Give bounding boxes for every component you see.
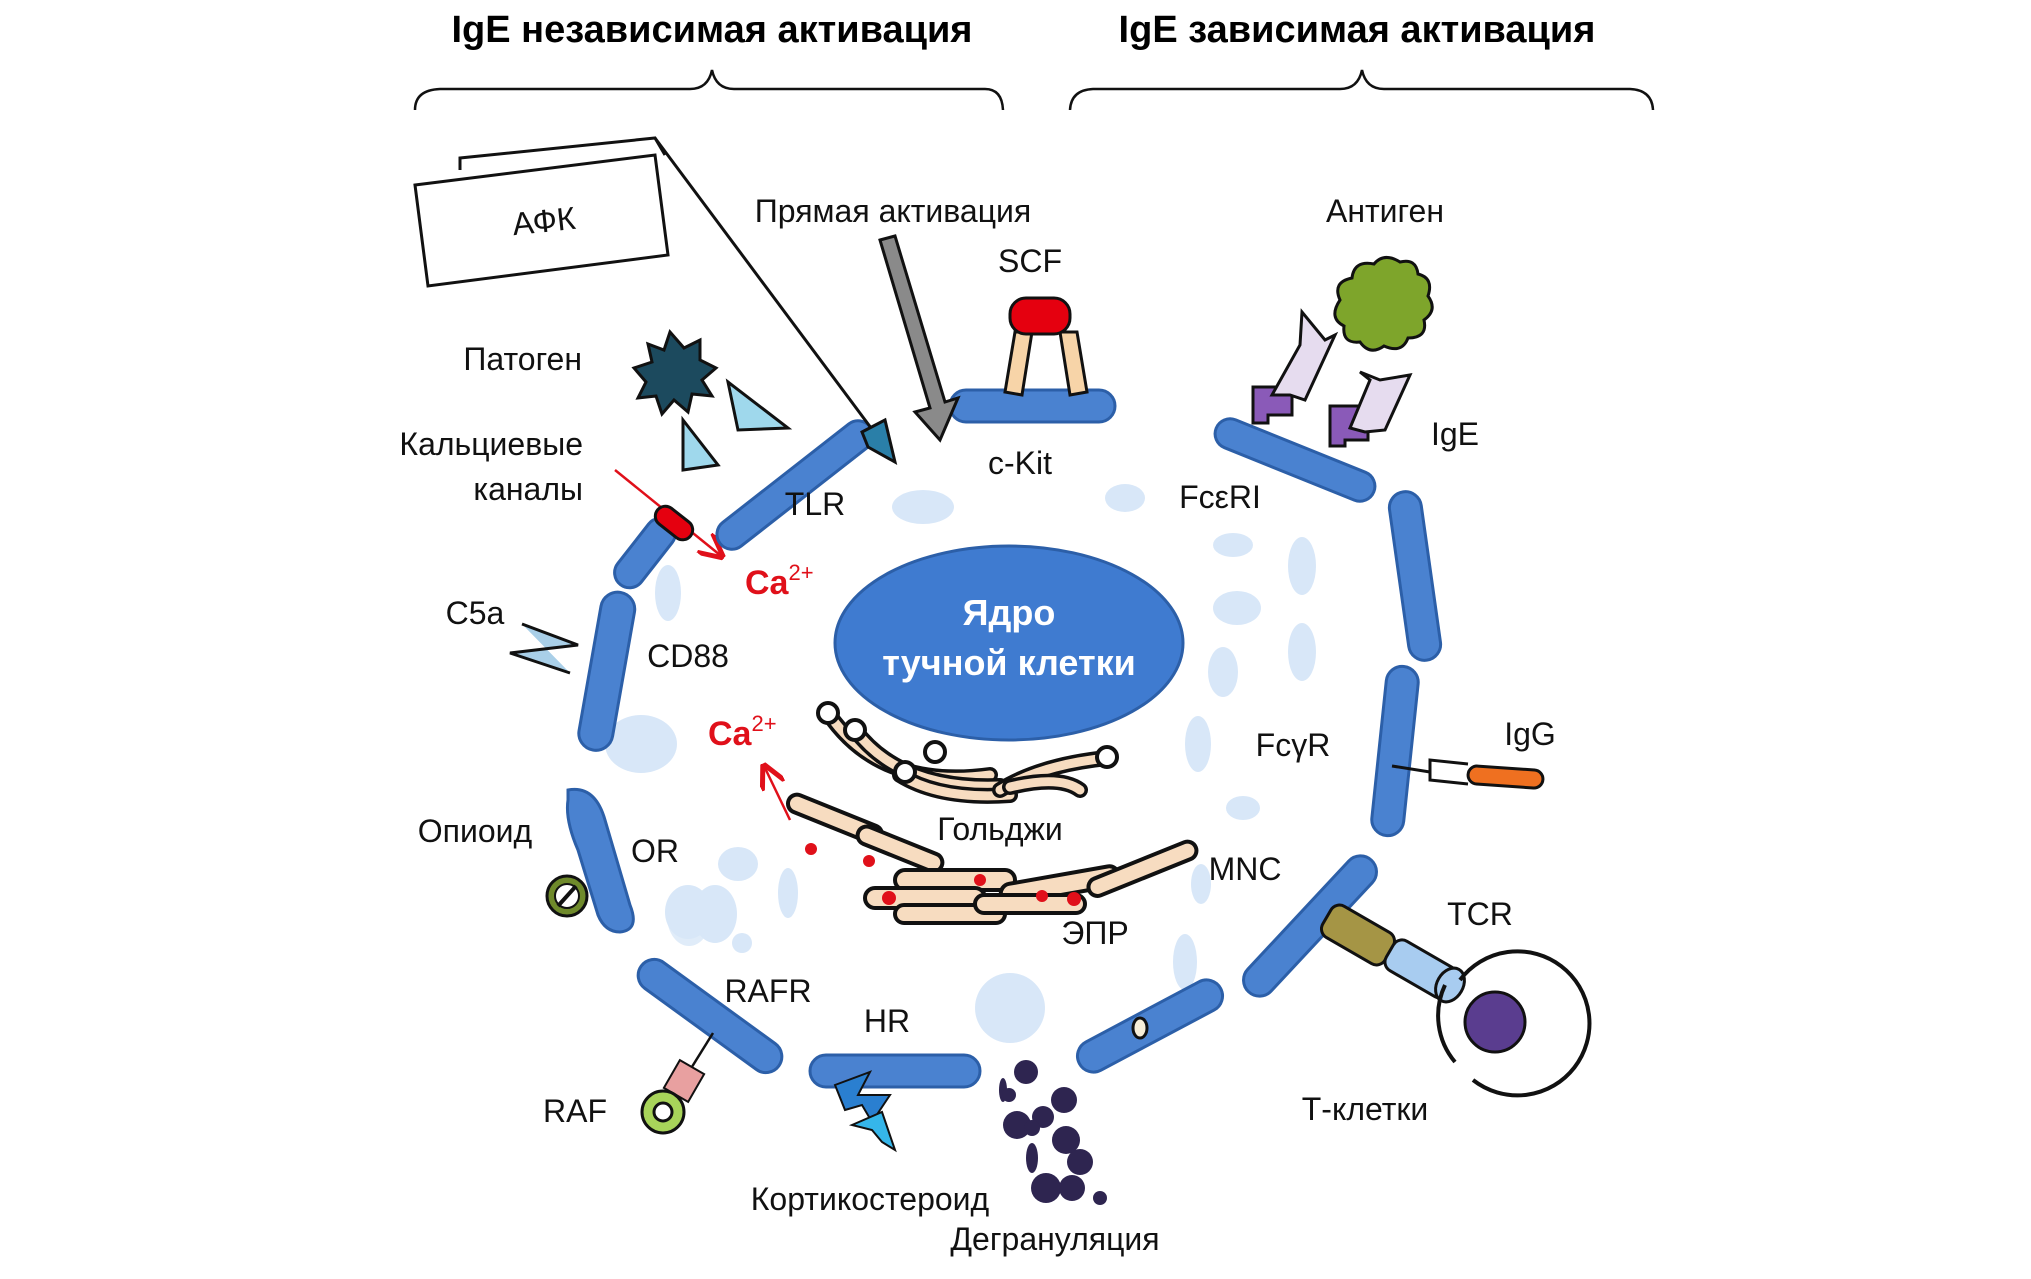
calcium-channel-icon xyxy=(653,504,695,542)
degranulation-label: Дегрануляция xyxy=(950,1221,1159,1257)
degranulation-granules xyxy=(999,1060,1107,1205)
rafr-label: RAFR xyxy=(724,973,811,1009)
header-ige-independent: IgE независимая активация xyxy=(452,9,973,51)
tlr-label: TLR xyxy=(785,486,845,522)
calcium-channels-label-line1: Кальциевые xyxy=(399,426,583,462)
t-cell-icon xyxy=(1436,949,1592,1098)
t-cells-label: Т-клетки xyxy=(1302,1091,1429,1127)
opioid-label: Опиоид xyxy=(418,813,533,849)
pathogen-triangle-icon xyxy=(681,415,721,472)
golgi-label: Гольджи xyxy=(937,811,1063,847)
raf-icon xyxy=(640,1032,715,1135)
corticosteroid-icon xyxy=(833,1070,897,1153)
antigen-icon xyxy=(1333,256,1434,352)
hr-label: HR xyxy=(864,1003,910,1039)
afk-arrow xyxy=(653,137,882,441)
calcium-channels-label-line2: каналы xyxy=(473,471,583,507)
pathogen-triangle-icon xyxy=(725,378,793,432)
antigen-label: Антиген xyxy=(1326,193,1444,229)
fceri-label: FcεRI xyxy=(1179,479,1261,515)
or-label: OR xyxy=(631,833,679,869)
mnc-label: MNC xyxy=(1209,851,1282,887)
header-ige-dependent: IgE зависимая активация xyxy=(1119,9,1596,51)
ckit-label: c-Kit xyxy=(988,445,1052,481)
igg-icon xyxy=(1391,758,1545,790)
c5a-icon xyxy=(509,622,579,675)
brace-right xyxy=(1068,69,1655,111)
er-label: ЭПР xyxy=(1061,915,1128,951)
mnc-marker xyxy=(1131,1016,1149,1040)
golgi-apparatus xyxy=(816,701,1119,804)
direct-activation-arrow xyxy=(878,234,961,443)
pathogen-label: Патоген xyxy=(463,341,582,377)
c5a-label: C5a xyxy=(446,595,505,631)
fcgr-label: FcγR xyxy=(1256,727,1331,763)
afk-arrow-head xyxy=(860,417,898,465)
nucleus xyxy=(833,544,1185,742)
ige-label: IgE xyxy=(1431,416,1479,452)
calcium-ion-label-2: Ca2+ xyxy=(708,711,777,753)
direct-activation-label: Прямая активация xyxy=(755,193,1031,229)
tcr-label: TCR xyxy=(1447,896,1513,932)
endoplasmic-reticulum xyxy=(785,792,1199,925)
pathogen-icon xyxy=(631,329,719,417)
raf-label: RAF xyxy=(543,1093,607,1129)
scf-label: SCF xyxy=(998,243,1062,279)
vesicles xyxy=(605,484,1316,1043)
scf-receptor-icon xyxy=(1003,296,1089,397)
calcium-ion-label-1: Ca2+ xyxy=(745,560,814,602)
ige-receptor-icon xyxy=(1251,308,1413,448)
tcr-icon xyxy=(1319,903,1466,1004)
cd88-label: CD88 xyxy=(647,638,729,674)
afk-label: АФК xyxy=(511,200,578,242)
nucleus-label-line2: тучной клетки xyxy=(882,642,1136,683)
calcium-release-arrow xyxy=(765,768,792,821)
igg-label: IgG xyxy=(1504,716,1556,752)
nucleus-label-line1: Ядро xyxy=(963,592,1056,633)
brace-left xyxy=(413,69,1005,111)
opioid-icon xyxy=(545,874,589,918)
corticosteroid-label: Кортикостероид xyxy=(751,1181,990,1217)
